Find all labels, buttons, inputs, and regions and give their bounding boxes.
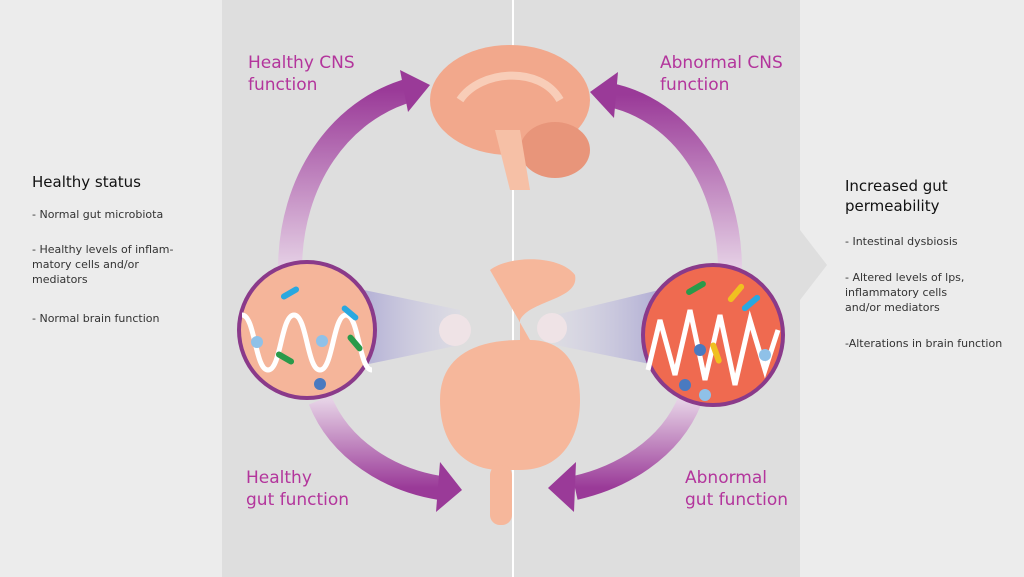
right-panel-notch xyxy=(800,230,827,300)
abnormal-gut-zoom-circle xyxy=(641,263,785,407)
permeability-item: - Altered levels of lps, inflammatory ce… xyxy=(845,271,965,314)
permeability-title: Increased gut permeability xyxy=(845,177,948,215)
permeability-item: - Intestinal dysbiosis xyxy=(845,235,958,248)
arrow-down-right xyxy=(548,395,702,512)
label-abnormal-gut: Abnormal gut function xyxy=(685,468,789,510)
gut-illustration xyxy=(439,259,580,525)
healthy-status-title: Healthy status xyxy=(32,173,141,191)
left-panel xyxy=(0,0,222,577)
arrow-up-left xyxy=(278,70,430,271)
label-healthy-cns: Healthy CNS function xyxy=(248,53,355,95)
permeability-item: -Alterations in brain function xyxy=(845,337,1003,350)
arrow-up-right xyxy=(590,72,742,271)
label-healthy-gut: Healthy gut function xyxy=(246,468,350,510)
healthy-gut-zoom-circle xyxy=(237,260,377,400)
healthy-item: - Normal gut microbiota xyxy=(32,208,164,221)
label-abnormal-cns: Abnormal CNS function xyxy=(660,53,783,95)
right-panel xyxy=(800,0,1024,577)
left-panel-notch xyxy=(195,230,222,300)
healthy-item: - Normal brain function xyxy=(32,312,160,325)
healthy-item: - Healthy levels of inflam- matory cells… xyxy=(32,243,174,286)
brain-illustration xyxy=(430,45,590,190)
arrow-down-left xyxy=(308,395,462,512)
